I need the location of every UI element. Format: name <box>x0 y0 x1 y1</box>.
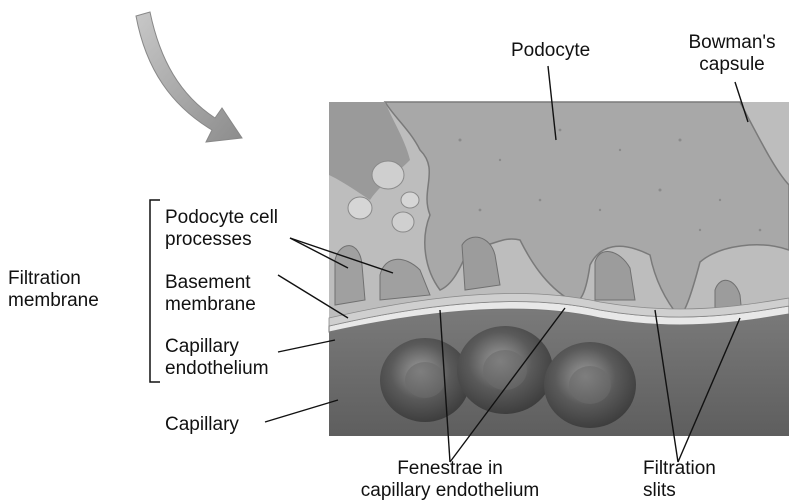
label-filtration-membrane: Filtration membrane <box>8 268 99 312</box>
label-podocyte: Podocyte <box>511 40 590 62</box>
label-bowmans-capsule: Bowman's capsule <box>682 32 782 76</box>
label-podocyte-cell-processes: Podocyte cell processes <box>165 207 278 251</box>
label-fenestrae: Fenestrae in capillary endothelium <box>350 458 550 502</box>
curved-arrow <box>136 12 242 142</box>
label-capillary: Capillary <box>165 414 239 436</box>
tissue-block <box>329 102 789 436</box>
membrane-bracket <box>150 200 160 382</box>
label-filtration-slits: Filtration slits <box>643 458 716 502</box>
label-basement-membrane: Basement membrane <box>165 272 256 316</box>
label-capillary-endothelium: Capillary endothelium <box>165 336 269 380</box>
